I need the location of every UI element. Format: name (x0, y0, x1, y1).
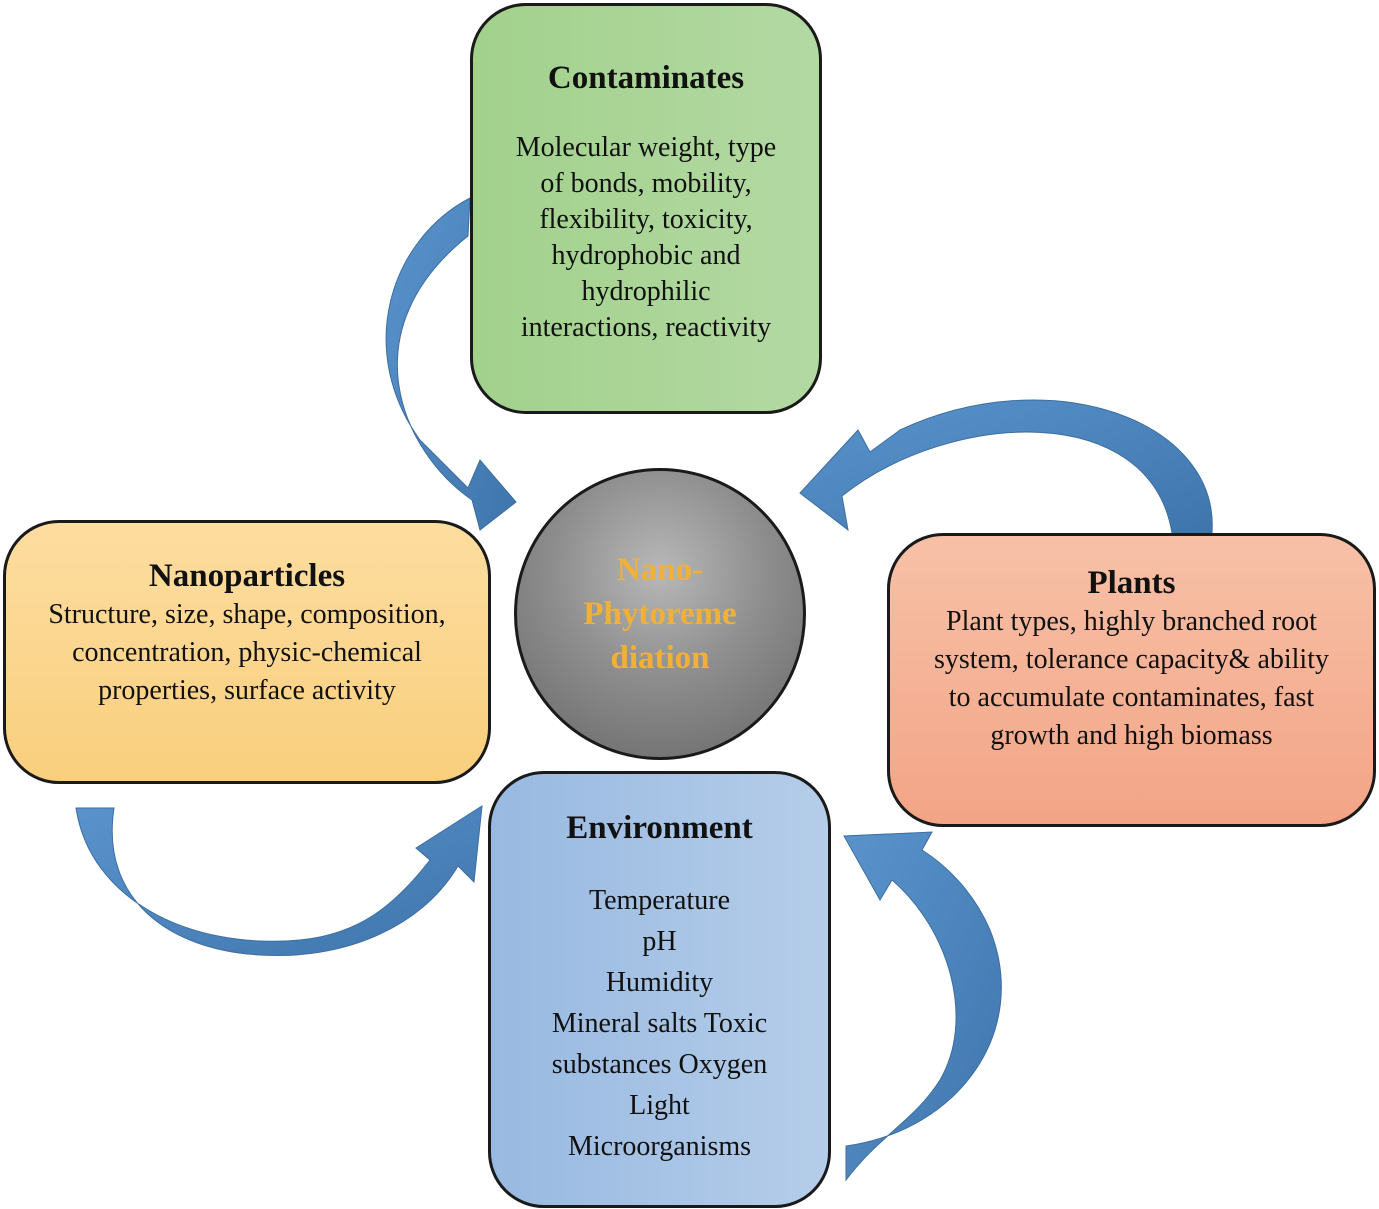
arrow-nanoparticles-to-environment (75, 805, 483, 957)
nanoparticles-title: Nanoparticles (148, 558, 346, 594)
plants-line: system, tolerance capacity& ability (934, 644, 1329, 675)
contaminates-box: Contaminates Molecular weight, type of b… (470, 3, 822, 414)
contaminates-line: hydrophobic and (551, 240, 741, 271)
arrow-contaminates-to-center (385, 197, 517, 531)
center-line: diation (610, 640, 710, 676)
plants-box: Plants Plant types, highly branched root… (887, 533, 1376, 827)
center-line: Phytoreme (583, 596, 737, 632)
plants-line: to accumulate contaminates, fast (948, 682, 1315, 713)
environment-box: Environment Temperature pH Humidity Mine… (488, 771, 831, 1208)
contaminates-line: hydrophilic (581, 276, 711, 307)
plants-title: Plants (1087, 565, 1176, 601)
contaminates-title: Contaminates (547, 60, 745, 96)
environment-line: substances Oxygen (551, 1049, 768, 1080)
environment-line: Temperature (588, 885, 731, 916)
nanoparticles-line: properties, surface activity (98, 675, 396, 706)
environment-title: Environment (566, 810, 753, 846)
plants-line: growth and high biomass (990, 720, 1273, 751)
environment-line: Microorganisms (567, 1131, 752, 1162)
arrow-environment-to-plants (843, 831, 1002, 1182)
contaminates-line: of bonds, mobility, (540, 168, 752, 199)
environment-line: Light (629, 1090, 690, 1121)
arrow-plants-to-center (799, 399, 1213, 534)
center-line: Nano- (616, 552, 704, 588)
environment-line: pH (642, 926, 677, 957)
contaminates-line: flexibility, toxicity, (539, 204, 753, 235)
nanoparticles-box: Nanoparticles Structure, size, shape, co… (3, 520, 491, 784)
nanoparticles-line: Structure, size, shape, composition, (48, 599, 446, 630)
contaminates-line: Molecular weight, type (515, 132, 777, 163)
environment-line: Humidity (605, 967, 714, 998)
environment-line: Mineral salts Toxic (551, 1008, 768, 1039)
contaminates-line: interactions, reactivity (520, 312, 772, 343)
nano-phytoremediation-circle: Nano- Phytoreme diation (514, 468, 806, 760)
plants-line: Plant types, highly branched root (946, 606, 1317, 637)
nanoparticles-line: concentration, physic-chemical (72, 637, 422, 668)
